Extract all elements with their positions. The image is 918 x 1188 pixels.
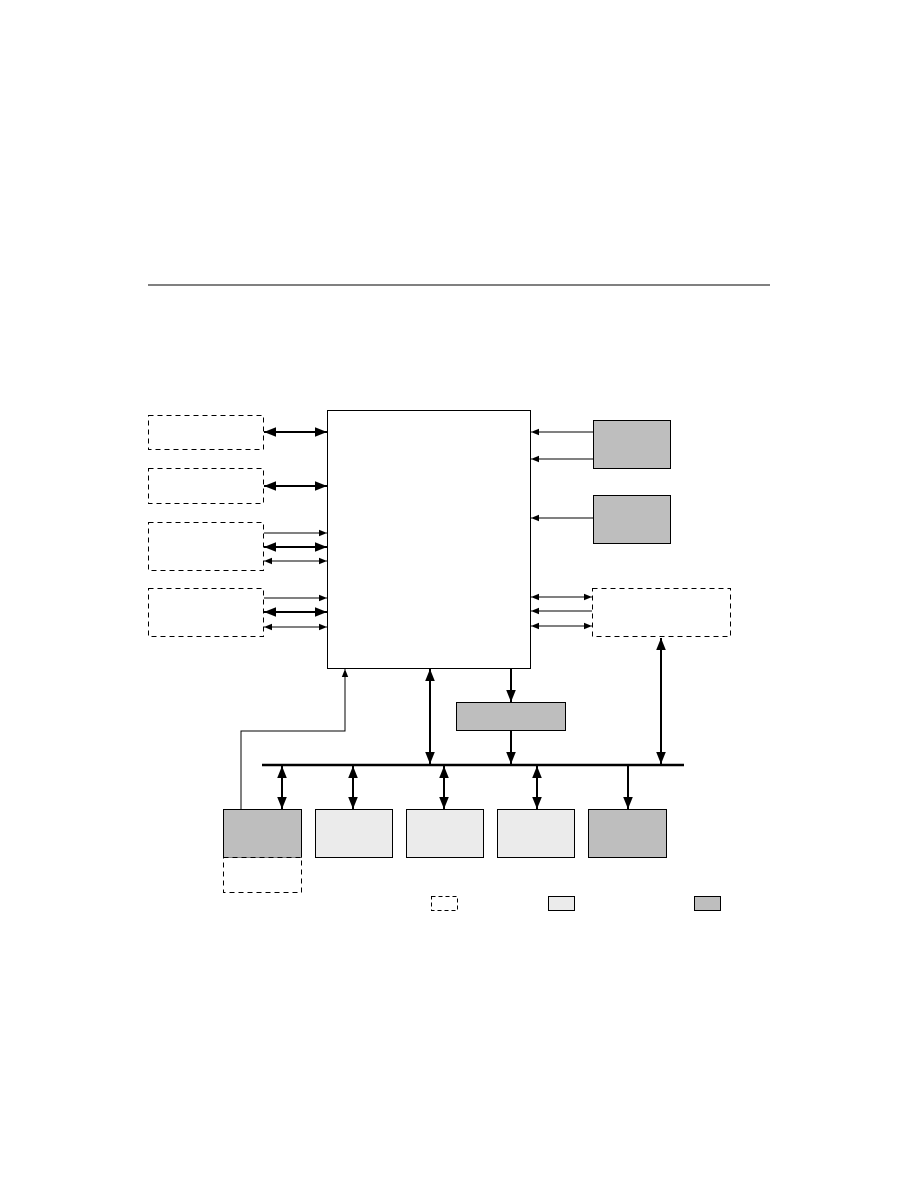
- bottom-block-3: [406, 809, 484, 858]
- bottom-block-2: [315, 809, 393, 858]
- legend-swatch-dark: [694, 896, 721, 911]
- bus-connectors: [277, 766, 633, 809]
- right-connectors: [531, 428, 593, 630]
- bridge-block: [456, 702, 566, 731]
- central-connectors: [240, 638, 666, 809]
- left-block-3: [148, 522, 264, 571]
- left-block-1: [148, 415, 264, 450]
- left-block-4: [148, 588, 264, 637]
- bottom-block-4: [497, 809, 575, 858]
- right-block-3: [592, 588, 731, 637]
- legend-swatch-dashed: [431, 896, 458, 911]
- left-connectors: [264, 427, 327, 631]
- left-block-2: [148, 468, 264, 504]
- bottom-block-1-sub: [223, 857, 302, 893]
- right-block-2: [593, 495, 671, 544]
- feedback-line: [240, 669, 349, 809]
- central-block: [327, 410, 531, 669]
- bottom-block-5: [588, 809, 667, 858]
- right-block-1: [593, 420, 671, 469]
- legend: [431, 896, 721, 911]
- bottom-block-1: [223, 809, 302, 858]
- legend-swatch-light: [548, 896, 575, 911]
